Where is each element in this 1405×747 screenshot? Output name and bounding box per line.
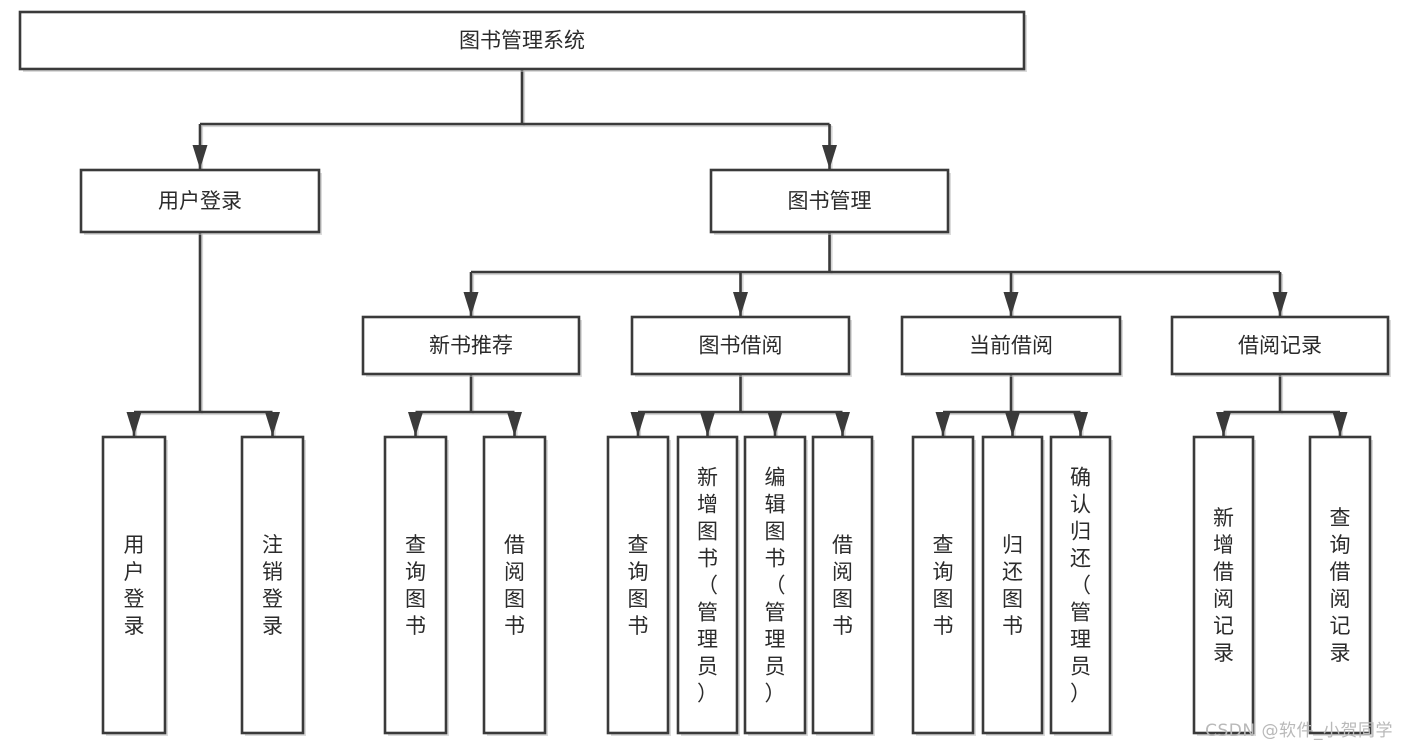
node-label: 查询图书 xyxy=(405,533,426,638)
node-box xyxy=(1192,435,1255,735)
node-leaf-query-book-2[interactable]: 查询图书 xyxy=(606,435,671,736)
arrow-head-icon xyxy=(733,292,748,316)
node-box xyxy=(1049,435,1112,735)
arrow-head-icon xyxy=(835,412,850,436)
node-box xyxy=(79,168,321,234)
node-label: 图书管理 xyxy=(788,189,872,213)
node-box xyxy=(900,315,1122,376)
connector-layer xyxy=(126,69,1348,438)
arrow-head-icon xyxy=(1073,412,1088,436)
node-box xyxy=(240,435,305,735)
node-leaf-query-book-1[interactable]: 查询图书 xyxy=(383,435,449,736)
node-box xyxy=(18,10,1026,71)
node-label: 归还图书 xyxy=(1002,533,1023,638)
arrow-head-icon xyxy=(1216,412,1231,436)
node-box xyxy=(482,435,547,735)
node-box xyxy=(361,315,581,376)
node-box xyxy=(1170,315,1390,376)
node-box xyxy=(981,435,1044,735)
node-leaf-user-login[interactable]: 用户登录 xyxy=(101,435,168,736)
node-label: 查询图书 xyxy=(628,533,649,638)
node-leaf-query-record[interactable]: 查询借阅记录 xyxy=(1308,435,1373,736)
node-current-borrow[interactable]: 当前借阅 xyxy=(900,315,1123,377)
arrow-head-icon xyxy=(1005,412,1020,436)
node-box xyxy=(911,435,975,735)
node-label: 图书管理系统 xyxy=(459,29,585,53)
node-leaf-borrow-book-2[interactable]: 借阅图书 xyxy=(811,435,875,736)
node-label: 借阅图书 xyxy=(504,533,525,638)
arrow-head-icon xyxy=(265,412,280,436)
arrow-head-icon xyxy=(1003,292,1019,316)
node-new-book-recommend[interactable]: 新书推荐 xyxy=(361,315,582,377)
node-label: 借阅图书 xyxy=(832,533,853,638)
node-label: 新书推荐 xyxy=(429,334,513,358)
arrow-head-icon xyxy=(1332,412,1348,436)
arrow-head-icon xyxy=(630,412,646,436)
node-label: 用户登录 xyxy=(124,533,145,638)
node-leaf-confirm-return[interactable]: 确认归还（管理员） xyxy=(1049,435,1113,736)
node-box xyxy=(606,435,670,735)
arrow-head-icon xyxy=(700,412,715,436)
node-box xyxy=(630,315,851,376)
node-label: 注销登录 xyxy=(262,533,283,638)
node-layer: 图书管理系统用户登录图书管理新书推荐图书借阅当前借阅借阅记录用户登录注销登录查询… xyxy=(18,10,1391,736)
node-box xyxy=(676,435,739,735)
node-box xyxy=(101,435,167,735)
node-user-login[interactable]: 用户登录 xyxy=(79,168,322,235)
arrow-head-icon xyxy=(192,145,208,169)
node-leaf-query-book-3[interactable]: 查询图书 xyxy=(911,435,976,736)
arrow-head-icon xyxy=(126,412,142,436)
node-leaf-add-book[interactable]: 新增图书（管理员） xyxy=(676,435,740,736)
node-leaf-borrow-book-1[interactable]: 借阅图书 xyxy=(482,435,548,736)
node-box xyxy=(1308,435,1372,735)
arrow-head-icon xyxy=(507,412,522,436)
node-box xyxy=(709,168,950,234)
node-leaf-return-book[interactable]: 归还图书 xyxy=(981,435,1045,736)
arrow-head-icon xyxy=(1272,292,1288,316)
node-leaf-logout[interactable]: 注销登录 xyxy=(240,435,306,736)
arrow-head-icon xyxy=(822,145,837,169)
node-label: 编辑图书（管理员） xyxy=(765,466,786,706)
node-root[interactable]: 图书管理系统 xyxy=(18,10,1027,72)
node-book-manage[interactable]: 图书管理 xyxy=(709,168,951,235)
node-box xyxy=(383,435,448,735)
node-leaf-add-record[interactable]: 新增借阅记录 xyxy=(1192,435,1256,736)
node-label: 借阅记录 xyxy=(1238,334,1322,358)
watermark-label: CSDN @软件_小贺同学 xyxy=(1205,721,1393,741)
node-label: 当前借阅 xyxy=(969,334,1053,358)
node-box xyxy=(743,435,807,735)
node-box xyxy=(811,435,874,735)
node-label: 新增图书（管理员） xyxy=(697,466,718,706)
arrow-head-icon xyxy=(408,412,423,436)
node-label: 查询借阅记录 xyxy=(1330,506,1351,665)
node-leaf-edit-book[interactable]: 编辑图书（管理员） xyxy=(743,435,808,736)
node-book-borrow[interactable]: 图书借阅 xyxy=(630,315,852,377)
node-label: 图书借阅 xyxy=(699,334,783,358)
node-label: 用户登录 xyxy=(158,189,242,213)
arrow-head-icon xyxy=(935,412,951,436)
node-borrow-record[interactable]: 借阅记录 xyxy=(1170,315,1391,377)
arrow-head-icon xyxy=(463,292,479,316)
node-label: 查询图书 xyxy=(933,533,954,638)
node-label: 确认归还（管理员） xyxy=(1070,466,1091,706)
node-label: 新增借阅记录 xyxy=(1213,506,1234,665)
arrow-head-icon xyxy=(767,412,783,436)
